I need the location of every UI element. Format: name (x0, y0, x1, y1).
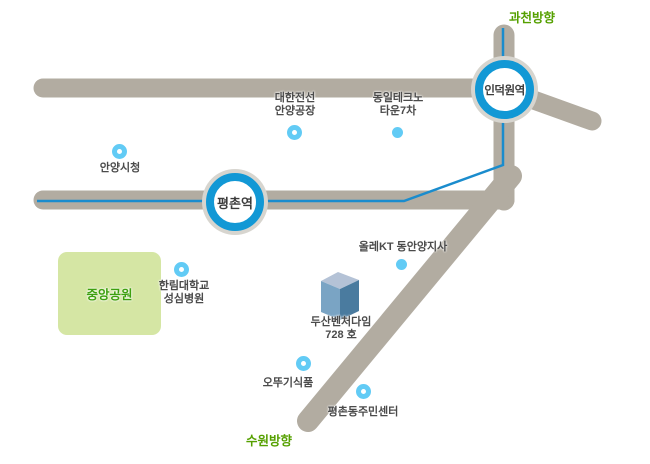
building-label: 두산벤처다임 728 호 (310, 316, 372, 341)
poi-label-daehan-cable: 대한전선 안양공장 (274, 92, 316, 117)
building-left-face (321, 281, 340, 320)
road-diagonal-suwon (297, 165, 522, 432)
poi-label-dongil-techno: 동일테크노 타운7차 (372, 92, 424, 117)
poi-label-community-center: 평촌동주민센터 (327, 406, 399, 418)
poi-marker-community-center (356, 384, 371, 399)
poi-label-hallym-hospital: 한림대학교 성심병원 (158, 280, 210, 305)
poi-label-ottogi-foods: 오뚜기식품 (262, 377, 314, 389)
station-pyeongchon-label: 평촌역 (217, 195, 253, 211)
station-indeogwon-label: 인덕원역 (484, 84, 525, 97)
poi-marker-hallym-hospital (174, 262, 189, 277)
poi-label-anyang-cityhall: 안양시청 (99, 162, 141, 174)
central-park-label: 중앙공원 (86, 288, 133, 302)
central-park-area: 중앙공원 (58, 252, 161, 335)
poi-marker-anyang-cityhall (112, 144, 127, 159)
direction-suwon: 수원방향 (245, 434, 293, 448)
station-pyeongchon: 평촌역 (206, 173, 264, 231)
building-top-face (321, 272, 359, 289)
rail-line (37, 28, 505, 203)
building-right-face (340, 280, 359, 320)
station-indeogwon: 인덕원역 (475, 60, 534, 119)
poi-marker-dongil-techno (392, 127, 403, 138)
direction-gwacheon: 과천방향 (508, 11, 556, 25)
poi-label-olleh-kt: 올레KT 동안양지사 (358, 241, 448, 253)
poi-marker-daehan-cable (287, 125, 302, 140)
poi-marker-olleh-kt (396, 259, 407, 270)
building-icon (321, 272, 359, 320)
poi-marker-ottogi-foods (296, 356, 311, 371)
